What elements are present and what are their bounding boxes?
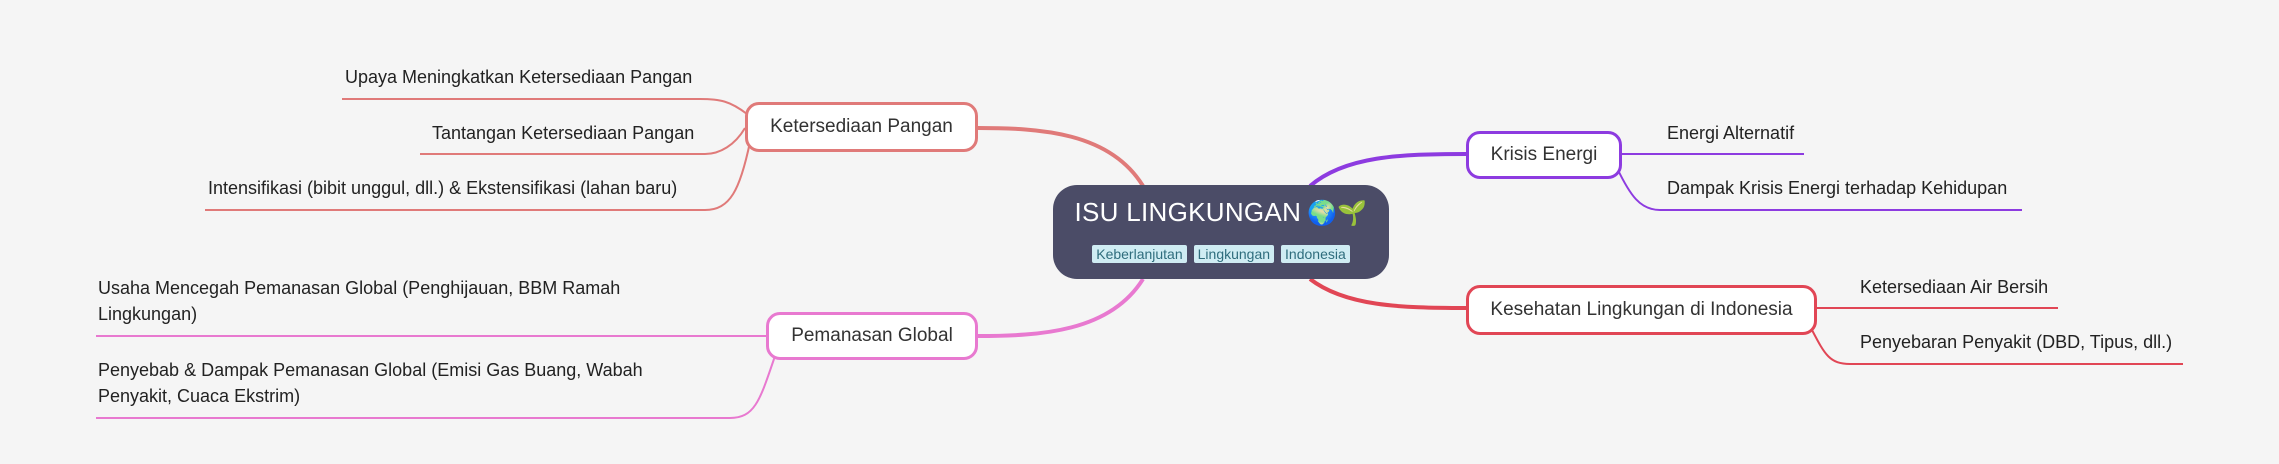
- branch-pemanasan-global[interactable]: Pemanasan Global: [766, 312, 978, 360]
- link-pangan-leaf-3: [205, 141, 751, 211]
- leaf-dampak-krisis-energi[interactable]: Dampak Krisis Energi terhadap Kehidupan: [1667, 178, 2008, 198]
- root-node[interactable]: ISU LINGKUNGAN🌍🌱 Keberlanjutan Lingkunga…: [1053, 185, 1389, 279]
- tag-keberlanjutan: Keberlanjutan: [1092, 245, 1187, 263]
- branch-krisis-energi[interactable]: Krisis Energi: [1466, 131, 1622, 179]
- leaf-air-bersih[interactable]: Ketersediaan Air Bersih: [1860, 277, 2049, 297]
- globe-seedling-icon: 🌍🌱: [1307, 199, 1368, 227]
- branch-kesehatan-lingkungan[interactable]: Kesehatan Lingkungan di Indonesia: [1466, 285, 1817, 335]
- leaf-usaha-mencegah[interactable]: Usaha Mencegah Pemanasan Global (Penghij…: [98, 278, 621, 324]
- leaf-intensifikasi[interactable]: Intensifikasi (bibit unggul, dll.) & Eks…: [208, 178, 678, 198]
- link-root-ketersediaan-pangan: [977, 126, 1145, 188]
- leaf-energi-alternatif[interactable]: Energi Alternatif: [1667, 123, 1795, 143]
- root-tags: Keberlanjutan Lingkungan Indonesia: [1053, 245, 1389, 263]
- link-root-kesehatan-lingkungan: [1308, 277, 1467, 310]
- link-pangan-leaf-2: [420, 127, 746, 155]
- link-kesehatan-leaf-2: [1811, 329, 2183, 365]
- leaf-upaya-pangan[interactable]: Upaya Meningkatkan Ketersediaan Pangan: [345, 67, 693, 87]
- link-root-pemanasan-global: [977, 277, 1145, 338]
- tag-lingkungan: Lingkungan: [1193, 245, 1275, 263]
- leaf-penyebaran-penyakit[interactable]: Penyebaran Penyakit (DBD, Tipus, dll.): [1860, 332, 2173, 352]
- root-title-text: ISU LINGKUNGAN: [1074, 197, 1302, 227]
- link-root-krisis-energi: [1308, 152, 1467, 188]
- leaf-tantangan-pangan[interactable]: Tantangan Ketersediaan Pangan: [432, 123, 695, 143]
- tag-indonesia: Indonesia: [1281, 245, 1350, 263]
- root-title: ISU LINGKUNGAN🌍🌱: [1053, 197, 1389, 228]
- link-pangan-leaf-1: [342, 98, 748, 115]
- link-pemanasan-leaf-2: [96, 355, 776, 419]
- leaf-penyebab-dampak[interactable]: Penyebab & Dampak Pemanasan Global (Emis…: [98, 360, 643, 406]
- branch-ketersediaan-pangan[interactable]: Ketersediaan Pangan: [745, 102, 978, 152]
- link-energi-leaf-2: [1616, 167, 2022, 211]
